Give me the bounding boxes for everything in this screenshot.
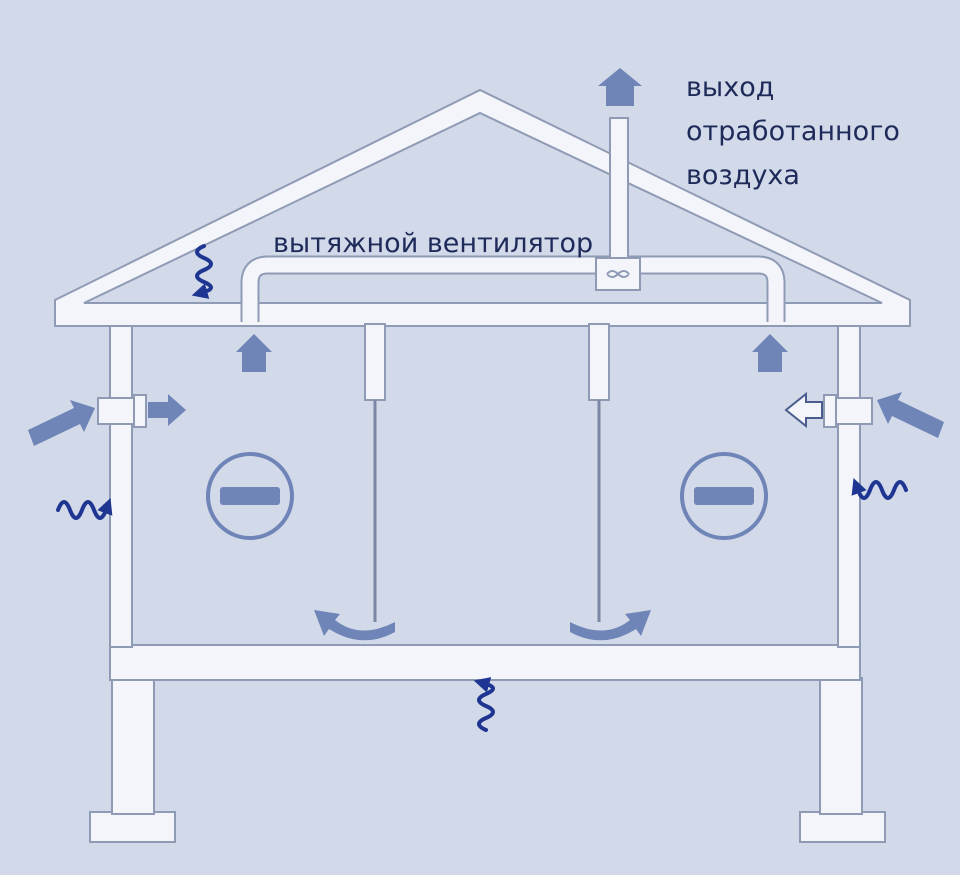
exhaust-air-label-line1: выход	[686, 72, 774, 103]
vent-in-arrow-right	[784, 391, 823, 429]
attic-wavy-arrow	[191, 244, 213, 299]
right-wall-wavy-arrow	[851, 478, 908, 500]
exhaust-chimney	[609, 117, 629, 259]
left-foundation-pad	[89, 811, 176, 843]
right-foundation-post	[819, 677, 863, 815]
exhaust-air-label-line2: отработанного	[686, 116, 900, 147]
partition-header-right	[588, 323, 610, 401]
left-wall-wavy-arrow	[56, 498, 113, 520]
duct-intake-arrow-left	[236, 334, 272, 372]
negative-pressure-left	[206, 452, 294, 540]
wall-vent-left	[97, 394, 147, 428]
outside-air-arrow-left	[28, 400, 95, 446]
outside-air-arrow-right	[877, 392, 944, 438]
floor-flow-arrow-right	[570, 610, 651, 641]
exhaust-duct-system	[240, 117, 786, 322]
exhaust-fan-box	[595, 257, 641, 291]
duct-fill	[242, 257, 784, 322]
negative-pressure-right	[680, 452, 768, 540]
left-foundation-post	[111, 677, 155, 815]
exhaust-fan-label: вытяжной вентилятор	[273, 228, 593, 259]
crawlspace-wavy-arrow	[473, 677, 495, 732]
floor-beam	[109, 644, 861, 681]
left-wall	[109, 321, 133, 648]
wall-vent-right	[823, 394, 873, 428]
vent-in-arrow-left	[148, 394, 186, 426]
fan-icon	[606, 270, 630, 278]
exhaust-out-arrow	[598, 68, 642, 106]
duct-intake-arrow-right	[752, 334, 788, 372]
interior-partitions	[364, 323, 610, 622]
wavy-flow-arrows	[56, 244, 908, 732]
partition-header-left	[364, 323, 386, 401]
floor-flow-arrow-left	[314, 610, 395, 641]
air-flow-arrows	[28, 68, 944, 641]
right-foundation-pad	[799, 811, 886, 843]
exhaust-air-label-line3: воздуха	[686, 160, 800, 191]
right-wall	[837, 321, 861, 648]
